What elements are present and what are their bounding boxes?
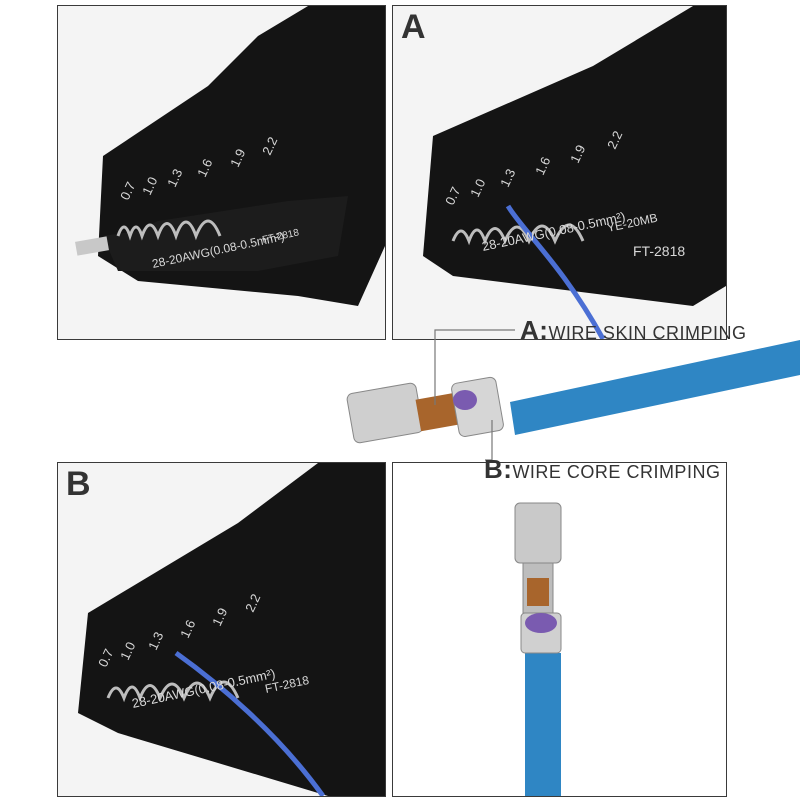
callout-a-letter: A: bbox=[520, 315, 549, 345]
svg-text:1.0: 1.0 bbox=[467, 177, 488, 200]
plier-jaw-image: 0.7 1.0 1.3 1.6 1.9 2.2 28-20AWG(0.08-0.… bbox=[58, 6, 385, 339]
svg-text:1.0: 1.0 bbox=[139, 175, 160, 198]
svg-text:1.0: 1.0 bbox=[117, 640, 138, 663]
size-scale-a: 0.7 1.0 1.3 1.6 1.9 2.2 bbox=[442, 129, 625, 208]
photo-panel-plier-empty: 0.7 1.0 1.3 1.6 1.9 2.2 28-20AWG(0.08-0.… bbox=[57, 5, 386, 340]
callout-line-b bbox=[485, 420, 493, 461]
svg-text:2.2: 2.2 bbox=[242, 592, 263, 615]
size-scale: 0.7 1.0 1.3 1.6 1.9 2.2 bbox=[117, 135, 280, 203]
svg-text:2.2: 2.2 bbox=[604, 129, 625, 152]
crimped-terminal-diagram bbox=[346, 329, 800, 461]
plier-jaw-b-image: 0.7 1.0 1.3 1.6 1.9 2.2 28-20AWG(0.08-0.… bbox=[58, 463, 385, 796]
svg-text:1.6: 1.6 bbox=[532, 155, 553, 178]
plier-jaw-a-image: 0.7 1.0 1.3 1.6 1.9 2.2 28-20AWG(0.08-0.… bbox=[393, 6, 726, 339]
svg-text:0.7: 0.7 bbox=[95, 647, 116, 670]
callout-line-a bbox=[434, 329, 515, 405]
svg-text:0.7: 0.7 bbox=[117, 180, 138, 203]
svg-text:FT-2818: FT-2818 bbox=[633, 243, 685, 259]
callout-a-text: WIRE SKIN CRIMPING bbox=[548, 323, 747, 343]
svg-text:1.3: 1.3 bbox=[164, 167, 185, 190]
photo-panel-a: 0.7 1.0 1.3 1.6 1.9 2.2 28-20AWG(0.08-0.… bbox=[392, 5, 727, 340]
photo-panel-b: 0.7 1.0 1.3 1.6 1.9 2.2 28-20AWG(0.08-0.… bbox=[57, 462, 386, 797]
crimped-terminal-image bbox=[393, 463, 726, 796]
terminal-body bbox=[346, 382, 424, 444]
terminal-head bbox=[514, 502, 562, 564]
svg-text:1.9: 1.9 bbox=[209, 606, 230, 629]
blue-wire bbox=[525, 653, 561, 796]
blue-wire-horizontal bbox=[510, 340, 800, 435]
svg-text:1.6: 1.6 bbox=[194, 157, 215, 180]
svg-text:2.2: 2.2 bbox=[259, 135, 280, 158]
svg-text:1.6: 1.6 bbox=[177, 618, 198, 641]
svg-text:1.3: 1.3 bbox=[497, 167, 518, 190]
size-scale-b: 0.7 1.0 1.3 1.6 1.9 2.2 bbox=[95, 592, 263, 670]
svg-text:1.9: 1.9 bbox=[227, 147, 248, 170]
panel-letter-a: A bbox=[401, 8, 426, 46]
callout-wire-core-crimping: B:WIRE CORE CRIMPING bbox=[484, 454, 720, 485]
callout-b-letter: B: bbox=[484, 454, 513, 484]
svg-text:1.9: 1.9 bbox=[567, 143, 588, 166]
svg-text:0.7: 0.7 bbox=[442, 185, 463, 208]
svg-text:1.3: 1.3 bbox=[145, 630, 166, 653]
photo-panel-crimped-terminal bbox=[392, 462, 727, 797]
panel-letter-b: B bbox=[66, 465, 91, 503]
callout-wire-skin-crimping: A:WIRE SKIN CRIMPING bbox=[520, 315, 746, 346]
thin-wire bbox=[505, 204, 606, 339]
thin-wire-b bbox=[174, 650, 326, 796]
callout-b-text: WIRE CORE CRIMPING bbox=[512, 462, 721, 482]
